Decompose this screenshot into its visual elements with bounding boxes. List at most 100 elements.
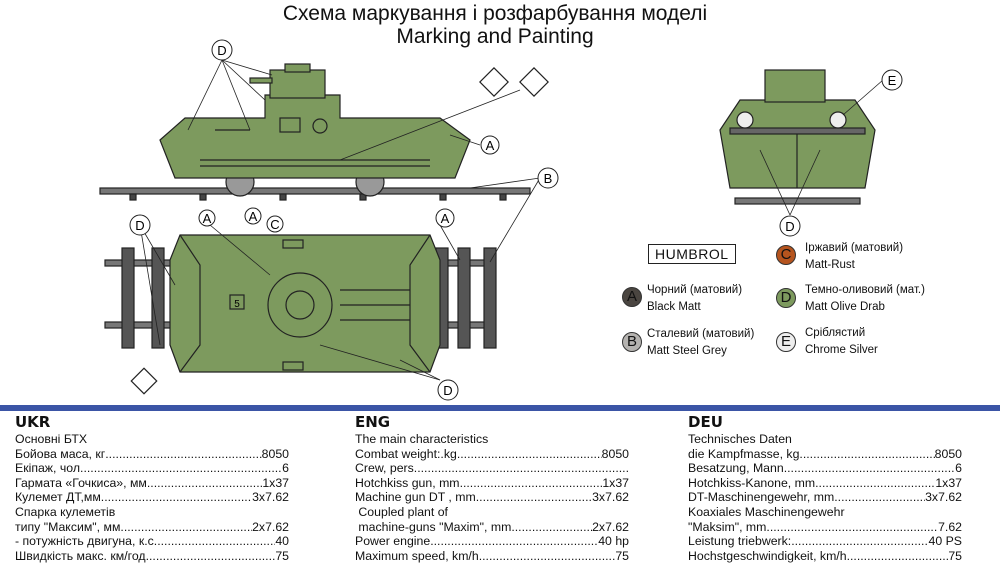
spec-row: Швидкість макс. км/год75	[15, 549, 289, 564]
spec-label: Machine gun DT , mm	[355, 490, 476, 505]
spec-label: machine-guns "Maxim", mm	[355, 519, 512, 534]
callout-e: E	[888, 73, 897, 88]
spec-heading: The main characteristics	[355, 432, 489, 446]
spec-value: 2x7.62	[592, 519, 629, 534]
spec-row: Machine gun DT , mm 3x7.62	[355, 490, 629, 505]
paint-brand: HUMBROL	[648, 244, 736, 264]
spec-label: Leistung triebwerk:	[688, 534, 792, 549]
title-eng: Marking and Painting	[396, 25, 594, 48]
swatch-e: E	[776, 332, 796, 352]
spec-row: Leistung triebwerk:40 PS	[688, 534, 962, 549]
top-view	[104, 234, 497, 373]
dot-leader	[430, 534, 598, 549]
callout-a: A	[249, 209, 258, 224]
hull-number: 5	[234, 299, 240, 310]
spec-row: Combat weight:.kg 8050	[355, 447, 629, 462]
spec-value: 1x37	[935, 475, 962, 490]
spec-label: Гармата «Гочкиса», мм	[15, 475, 147, 490]
spec-value: 1x37	[602, 475, 629, 490]
spec-row: Hochstgeschwindigkeit, km/h 75	[688, 549, 962, 564]
spec-label: Koaxiales Maschinengewehr	[688, 504, 845, 519]
callout-d: D	[135, 218, 144, 233]
lang-heading: ENG	[355, 413, 391, 431]
spec-heading: Technisches Daten	[688, 432, 792, 446]
spec-row: DT-Maschinengewehr, mm 3x7.62	[688, 490, 962, 505]
dot-leader	[120, 520, 252, 535]
dot-leader	[479, 549, 616, 564]
spec-label: Бойова маса, кг	[15, 446, 106, 461]
spec-label: Hotchkiss gun, mm	[355, 475, 460, 490]
dot-leader	[784, 461, 955, 476]
swatch-c: C	[776, 245, 796, 265]
spec-row: Koaxiales Maschinengewehr	[688, 505, 962, 520]
spec-label: die Kampfmasse, kg	[688, 446, 800, 461]
callout-d: D	[785, 219, 794, 234]
swatch-a: A	[622, 287, 642, 307]
lang-heading: UKR	[15, 413, 51, 431]
spec-label: Спарка кулеметів	[15, 504, 116, 519]
spec-value: 8050	[934, 446, 962, 461]
dot-leader	[101, 490, 252, 505]
spec-value: 40	[275, 534, 289, 549]
spec-label: типу "Максим", мм	[15, 519, 121, 534]
spec-value: 6	[282, 461, 289, 476]
spec-label: Hochstgeschwindigkeit, km/h	[688, 548, 847, 563]
title-ukr: Схема маркування і розфарбування моделі	[282, 2, 708, 25]
spec-value: 3x7.62	[925, 490, 962, 505]
dot-leader	[80, 461, 282, 476]
spec-row: Екіпаж, чол6	[15, 461, 289, 476]
spec-row: типу "Максим", мм2x7.62	[15, 520, 289, 535]
spec-label: Кулемет ДТ,мм	[15, 490, 101, 505]
spec-row: Hotchkiss-Kanone, mm 1x37	[688, 476, 962, 491]
dot-leader	[511, 520, 592, 535]
swatch-b: B	[622, 332, 642, 352]
spec-row: Гармата «Гочкиса», мм 1x37	[15, 476, 289, 491]
spec-value: 3x7.62	[592, 490, 629, 505]
dot-leader	[146, 549, 276, 564]
swatch-d: D	[776, 288, 796, 308]
callout-d: D	[443, 383, 452, 398]
spec-label: Combat weight:.kg	[355, 446, 457, 461]
dot-leader	[791, 534, 928, 549]
spec-value: 7.62	[938, 519, 962, 534]
callout-d: D	[217, 43, 226, 58]
dot-leader	[457, 447, 602, 462]
spec-value: 75	[615, 548, 629, 563]
spec-row: Бойова маса, кг8050	[15, 447, 289, 462]
spec-row: die Kampfmasse, kg 8050	[688, 447, 962, 462]
callout-a: A	[203, 211, 212, 226]
spec-label: Hotchkiss-Kanone, mm	[688, 475, 816, 490]
spec-value: 1x37	[262, 475, 289, 490]
spec-label: Maximum speed, km/h	[355, 548, 479, 563]
legend-d: Темно-оливовий (мат.)Matt Olive Drab	[805, 284, 925, 313]
spec-heading: Основні БТХ	[15, 432, 88, 446]
legend-a: Чорний (матовий)Black Matt	[647, 284, 743, 313]
spec-label: DT-Maschinengewehr, mm	[688, 490, 835, 505]
callout-a: A	[441, 211, 450, 226]
spec-value: 75	[948, 548, 962, 563]
legend-c: Іржавий (матовий)Matt-Rust	[805, 242, 904, 271]
callout-b: B	[544, 171, 553, 186]
spec-value: 3x7.62	[252, 490, 289, 505]
dot-leader	[834, 490, 925, 505]
dot-leader	[815, 476, 935, 491]
spec-value: 40 hp	[598, 534, 629, 549]
dot-leader	[799, 447, 934, 462]
legend-b: Сталевий (матовий)Matt Steel Grey	[647, 328, 755, 357]
spec-row: - потужність двигуна, к.с 40	[15, 534, 289, 549]
spec-row: Coupled plant of	[355, 505, 629, 520]
spec-row: Спарка кулеметів	[15, 505, 289, 520]
spec-label: - потужність двигуна, к.с	[15, 534, 154, 549]
spec-value: 8050	[601, 446, 629, 461]
dot-leader	[414, 461, 629, 476]
spec-label: Coupled plant of	[355, 504, 448, 519]
vehicle-drawings: D A B D A A C A D E D 5	[99, 39, 903, 401]
dot-leader	[460, 476, 603, 491]
dot-leader	[766, 520, 938, 535]
spec-row: Maximum speed, km/h 75	[355, 549, 629, 564]
